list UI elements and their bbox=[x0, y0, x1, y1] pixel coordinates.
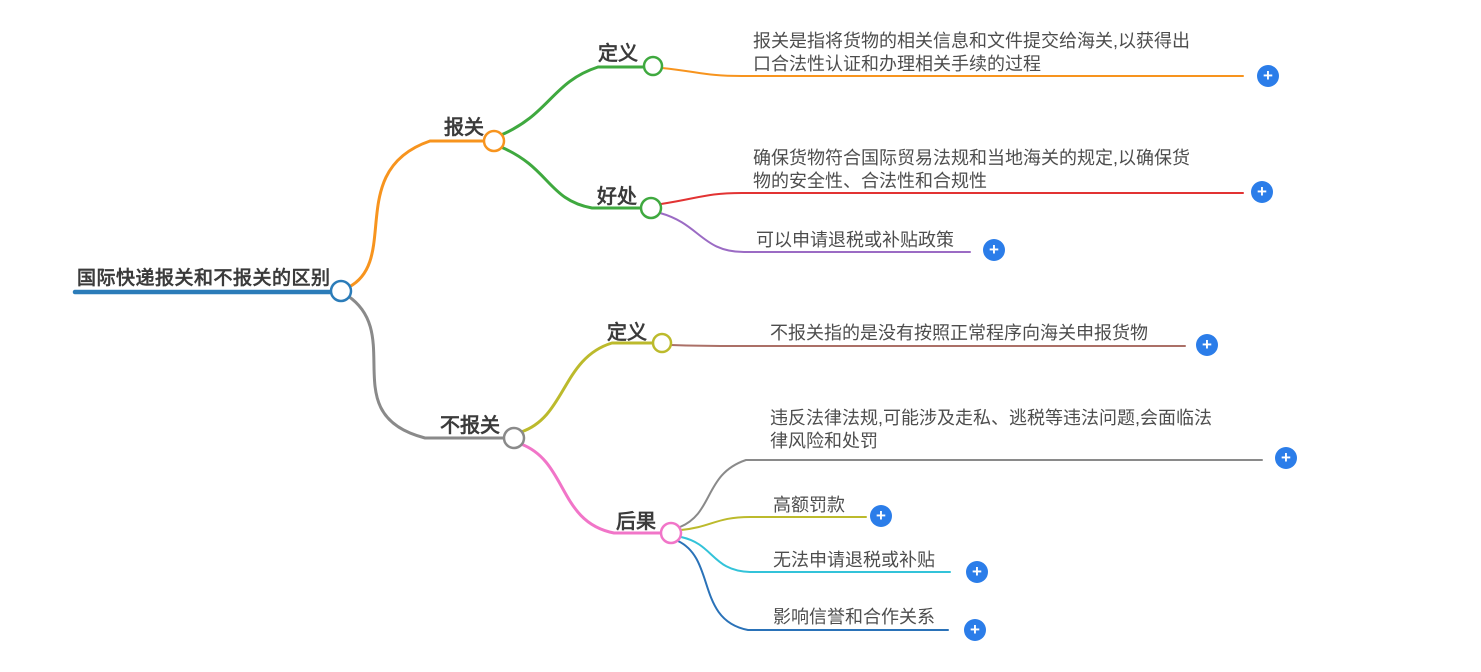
leaf-consequence-norebate-text[interactable]: 无法申请退税或补贴 bbox=[773, 550, 935, 570]
branch-line-nodeclare-definition bbox=[519, 341, 655, 434]
branch-line-nodeclare-consequences bbox=[519, 442, 663, 535]
leaf-line-benefit-compliance bbox=[660, 192, 1244, 205]
leaf-line-declare-definition bbox=[661, 67, 1244, 77]
leaf-nodeclare-definition-text[interactable]: 不报关指的是没有按照正常程序向海关申报货物 bbox=[770, 323, 1148, 343]
leaf-declare-definition-text[interactable]: 报关是指将货物的相关信息和文件提交给海关,以获得出 口合法性认证和办理相关手续的… bbox=[753, 31, 1190, 74]
declare-definition-junction[interactable] bbox=[642, 55, 664, 77]
root-topic-label[interactable]: 国际快递报关和不报关的区别 bbox=[77, 268, 331, 289]
leaf-benefit-rebate-text[interactable]: 可以申请退税或补贴政策 bbox=[756, 230, 954, 250]
leaf-benefit-compliance-text[interactable]: 确保货物符合国际贸易法规和当地海关的规定,以确保货 物的安全性、合法性和合规性 bbox=[753, 148, 1190, 191]
leaf-consequence-legal-text[interactable]: 违反法律法规,可能涉及走私、逃税等违法问题,会面临法 律风险和处罚 bbox=[770, 408, 1212, 451]
nodeclare-consequences-junction[interactable] bbox=[659, 521, 683, 545]
plus-icon[interactable]: + bbox=[1257, 65, 1279, 87]
plus-icon[interactable]: + bbox=[870, 505, 892, 527]
plus-icon[interactable]: + bbox=[1251, 181, 1273, 203]
nodeclare-node-junction[interactable] bbox=[502, 426, 526, 450]
topic-declare-benefits-label[interactable]: 好处 bbox=[597, 186, 637, 208]
leaf-line-consequence-norebate bbox=[680, 536, 951, 573]
plus-icon[interactable]: + bbox=[983, 239, 1005, 261]
plus-icon[interactable]: + bbox=[1275, 447, 1297, 469]
topic-nodeclare-consequences-label[interactable]: 后果 bbox=[616, 511, 656, 533]
topic-nodeclare-label[interactable]: 不报关 bbox=[440, 415, 500, 437]
topic-declare-label[interactable]: 报关 bbox=[444, 117, 484, 139]
plus-icon[interactable]: + bbox=[966, 561, 988, 583]
topic-declare-definition-label[interactable]: 定义 bbox=[598, 43, 638, 65]
branch-line-declare bbox=[347, 139, 486, 289]
leaf-line-consequence-reputation bbox=[677, 540, 949, 631]
leaf-line-nodeclare-definition bbox=[670, 344, 1186, 347]
leaf-consequence-fine-text[interactable]: 高额罚款 bbox=[773, 495, 845, 515]
branch-line-declare-definition bbox=[499, 65, 646, 137]
leaf-line-consequence-fine bbox=[680, 516, 867, 531]
topic-nodeclare-definition-label[interactable]: 定义 bbox=[607, 322, 647, 344]
nodeclare-definition-junction[interactable] bbox=[651, 332, 673, 354]
branch-line-no-declare bbox=[346, 294, 506, 440]
plus-icon[interactable]: + bbox=[964, 619, 986, 641]
branch-line-declare-benefits bbox=[499, 145, 643, 210]
root-node-junction[interactable] bbox=[329, 279, 353, 303]
plus-icon[interactable]: + bbox=[1196, 334, 1218, 356]
leaf-consequence-reputation-text[interactable]: 影响信誉和合作关系 bbox=[773, 607, 935, 627]
leaf-line-consequence-legal bbox=[679, 459, 1263, 528]
declare-node-junction[interactable] bbox=[482, 129, 506, 153]
leaf-line-benefit-rebate bbox=[659, 212, 971, 253]
declare-benefits-junction[interactable] bbox=[639, 196, 663, 220]
